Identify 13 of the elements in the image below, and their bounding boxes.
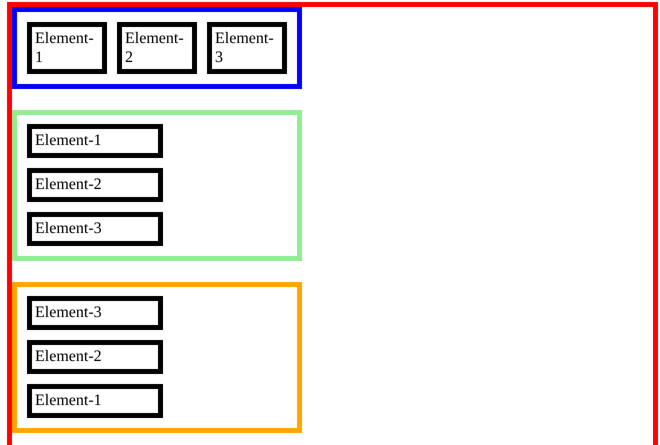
item-box: Element-3 <box>207 22 287 74</box>
column-container <box>12 110 302 261</box>
item-box: Element-1 <box>27 22 107 74</box>
item-box: Element-3 <box>27 296 163 330</box>
item-box: Element-2 <box>27 340 163 374</box>
item-box: Element-1 <box>27 124 163 158</box>
outer-container <box>7 2 658 445</box>
row-container <box>12 7 302 89</box>
item-box: Element-2 <box>27 168 163 202</box>
column-container <box>12 282 302 433</box>
item-box: Element-3 <box>27 212 163 246</box>
item-box: Element-1 <box>27 384 163 418</box>
item-box: Element-2 <box>117 22 197 74</box>
